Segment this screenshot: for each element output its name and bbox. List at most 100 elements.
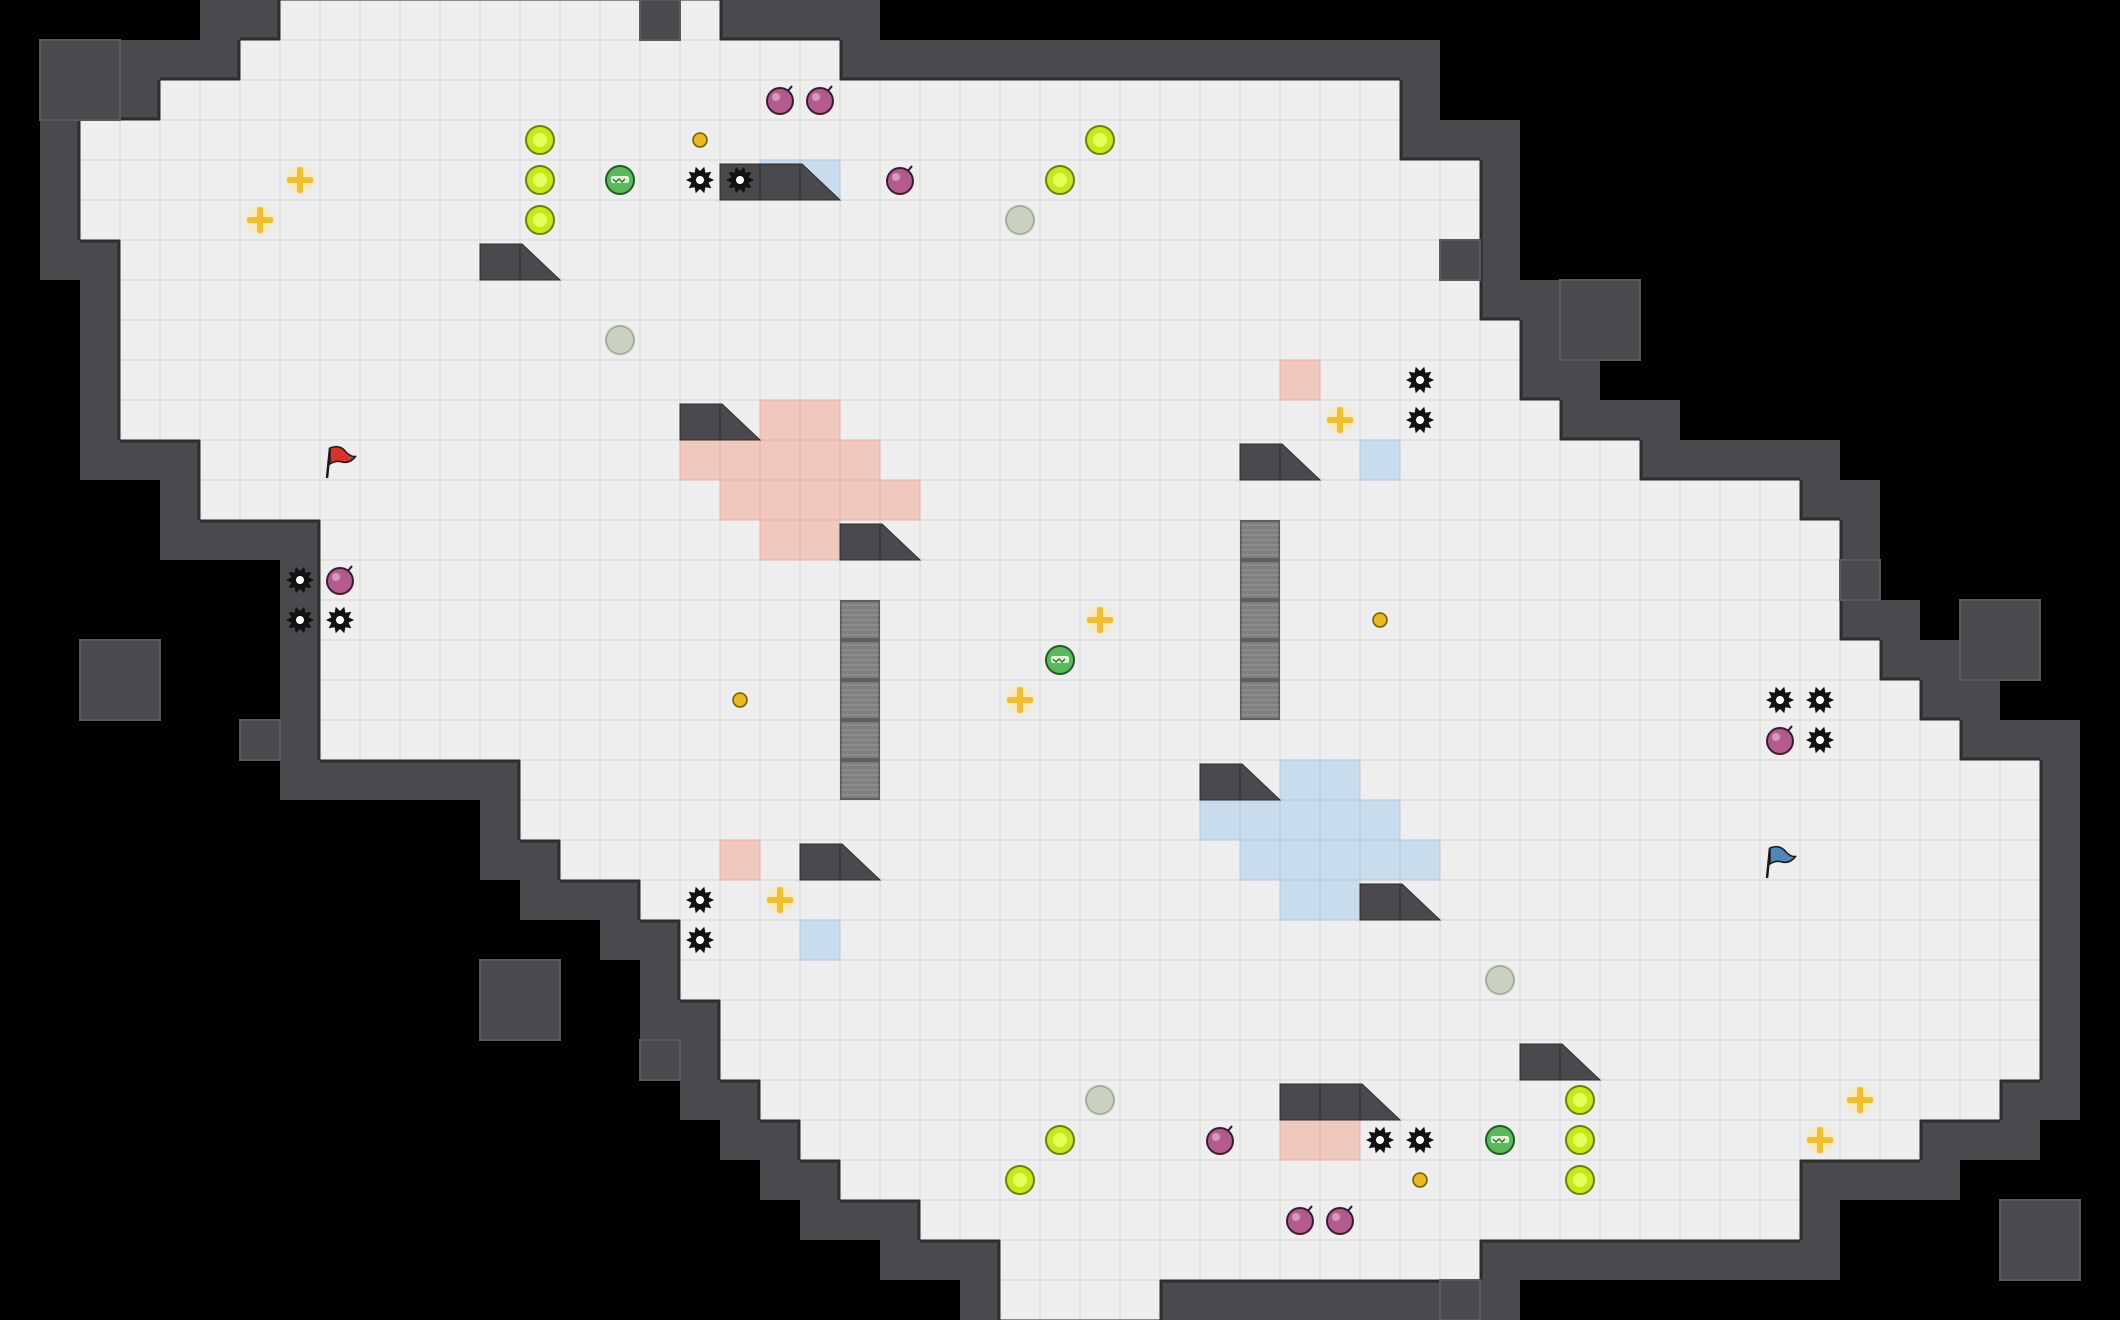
wall-tile <box>800 1160 840 1200</box>
floor-tile <box>1119 159 1161 201</box>
floor-tile <box>799 199 841 241</box>
bomb-icon <box>1206 1125 1234 1155</box>
floor-tile <box>519 759 561 801</box>
wall-tile <box>1960 1120 2000 1160</box>
floor-tile <box>959 399 1001 441</box>
floor-tile <box>239 479 281 521</box>
floor-tile <box>879 639 921 681</box>
boost-pad <box>525 165 555 195</box>
floor-tile <box>359 359 401 401</box>
floor-tile <box>1319 319 1361 361</box>
floor-tile <box>1159 1199 1201 1241</box>
floor-tile <box>959 799 1001 841</box>
floor-tile <box>1639 839 1681 881</box>
floor-tile <box>1879 879 1921 921</box>
floor-tile <box>1679 1199 1721 1241</box>
wall-tile <box>120 40 160 80</box>
floor-tile <box>879 119 921 161</box>
powerup-icon <box>766 886 794 914</box>
wall-tile <box>1800 1200 1840 1240</box>
floor-tile <box>479 519 521 561</box>
floor-tile <box>1319 959 1361 1001</box>
wall-tile <box>1320 1280 1360 1320</box>
floor-tile <box>879 719 921 761</box>
floor-tile <box>1559 679 1601 721</box>
floor-tile <box>1919 1039 1961 1081</box>
floor-tile <box>519 719 561 761</box>
floor-tile <box>1119 1119 1161 1161</box>
floor-tile <box>1039 359 1081 401</box>
floor-tile <box>1839 1039 1881 1081</box>
floor-tile <box>1239 1039 1281 1081</box>
floor-tile <box>719 599 761 641</box>
floor-tile <box>1439 919 1481 961</box>
floor-tile <box>999 239 1041 281</box>
floor-tile <box>759 999 801 1041</box>
floor-tile <box>399 559 441 601</box>
floor-tile <box>1479 319 1521 361</box>
red-speed-tile <box>1319 1119 1361 1161</box>
floor-tile <box>999 559 1041 601</box>
floor-tile <box>719 879 761 921</box>
floor-tile <box>279 399 321 441</box>
floor-tile <box>919 799 961 841</box>
floor-tile <box>1279 239 1321 281</box>
floor-tile <box>279 479 321 521</box>
floor-tile <box>1479 879 1521 921</box>
floor-tile <box>199 119 241 161</box>
floor-tile <box>679 679 721 721</box>
floor-tile <box>1479 559 1521 601</box>
floor-tile <box>1719 959 1761 1001</box>
floor-tile <box>679 39 721 81</box>
wall-tile <box>2040 1080 2080 1120</box>
floor-tile <box>279 119 321 161</box>
floor-tile <box>679 319 721 361</box>
floor-tile <box>319 679 361 721</box>
powerup-icon <box>1806 1126 1834 1154</box>
floor-tile <box>1599 719 1641 761</box>
floor-tile <box>1199 199 1241 241</box>
floor-tile <box>1759 1039 1801 1081</box>
floor-tile <box>1359 1159 1401 1201</box>
wall-tile <box>80 400 120 440</box>
floor-tile <box>1759 639 1801 681</box>
floor-tile <box>559 0 601 41</box>
floor-tile <box>1759 879 1801 921</box>
floor-tile <box>1199 519 1241 561</box>
floor-tile <box>1439 999 1481 1041</box>
floor-tile <box>799 759 841 801</box>
floor-tile <box>1399 599 1441 641</box>
floor-tile <box>399 0 441 41</box>
floor-tile <box>1879 919 1921 961</box>
floor-tile <box>1079 1279 1121 1320</box>
wall-tile <box>80 360 120 400</box>
floor-tile <box>1119 639 1161 681</box>
floor-tile <box>1439 1159 1481 1201</box>
wall-tile <box>1480 160 1520 200</box>
floor-tile <box>1319 519 1361 561</box>
red-speed-tile <box>759 399 801 441</box>
floor-tile <box>599 39 641 81</box>
bomb-icon <box>326 565 354 595</box>
wall-tile <box>80 240 120 280</box>
floor-tile <box>1839 919 1881 961</box>
spike-icon <box>686 926 714 954</box>
floor-tile <box>1759 759 1801 801</box>
floor-tile <box>959 1119 1001 1161</box>
floor-tile <box>959 359 1001 401</box>
floor-tile <box>1279 119 1321 161</box>
floor-tile <box>1599 599 1641 641</box>
floor-tile <box>1079 159 1121 201</box>
wall-tile <box>360 760 400 800</box>
wall-block <box>1359 883 1401 921</box>
wall-tile <box>1840 600 1880 640</box>
floor-tile <box>159 119 201 161</box>
boost-pad <box>525 205 555 235</box>
boost-pad <box>525 125 555 155</box>
floor-tile <box>1439 839 1481 881</box>
wall-tile <box>840 40 880 80</box>
floor-tile <box>999 359 1041 401</box>
wall-block <box>679 403 721 441</box>
wall-tile <box>2000 1080 2040 1120</box>
floor-tile <box>639 759 681 801</box>
